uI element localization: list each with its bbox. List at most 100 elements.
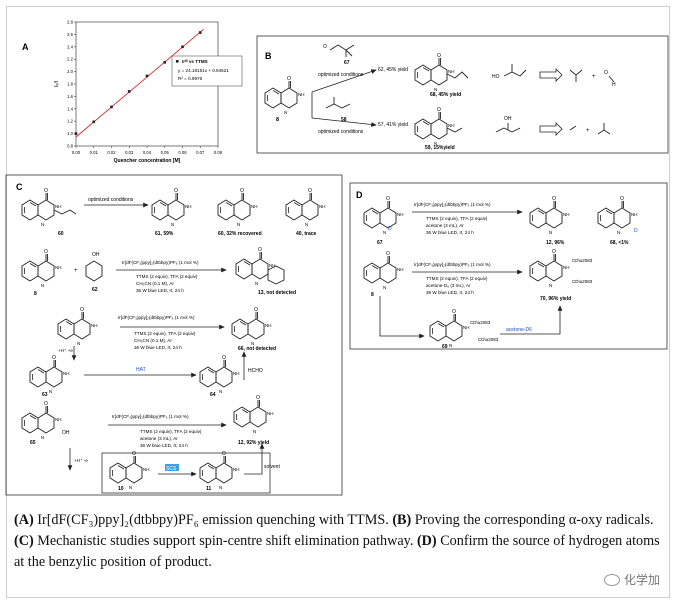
y-tick-label: 2.6 [67,32,73,37]
compound-67-label: 67 [344,60,350,66]
cond-d1-line: 36 W blue LED, rt, 24 h [426,230,474,235]
y-tick-label: 1.2 [67,119,73,124]
conditions-4: TTMS (2 equiv), TFA (2 equiv)acetone (3 … [140,429,202,448]
substrate-65-structure [21,400,62,441]
y-tick-label: 2.4 [67,44,73,49]
compound-62-label: 62 [92,287,98,293]
y-tick-label: 1.4 [67,106,73,111]
svg-text:D: D [634,228,638,234]
panel-a-label: A [22,42,29,52]
legend-marker [176,60,179,63]
intermediate-64-structure [199,354,240,395]
cond-c4-line: 36 W blue LED, rt, 24 h [140,443,188,448]
svg-text:OH: OH [92,252,100,258]
scs-badge [165,464,179,471]
y-tick-label: 2.0 [67,69,73,74]
svg-text:HO: HO [492,74,500,80]
figure-frame [6,6,670,598]
data-point [163,61,167,64]
conditions-3: TTMS (2 equiv), TFA (2 equiv)CH₃CN (0.1 … [134,331,196,350]
product-40-structure [285,187,326,228]
caption-text-b: Proving the corresponding α-oxy radicals… [411,512,654,528]
cond-opt: optimized conditions [88,197,134,203]
legend-title: Irᴵᴵᴵ vs TTMS [182,59,208,64]
product-13-structure [235,246,276,287]
svg-text:CD\u2083: CD\u2083 [572,258,593,263]
hat-label: HAT [136,367,146,373]
deuterium-mark: D [388,226,392,232]
quinazolinone-8-d-structure [363,250,404,291]
x-tick-label: 0.08 [214,150,223,155]
panel-c: C 60 optimized conditions 61, 59% 60, 32… [5,174,343,496]
caption-tag-c: (C) [14,533,34,549]
compound-58-label: 58 [341,117,347,123]
watermark-text: 化学加 [623,573,660,587]
figure-caption: (A) Ir[dF(CF₃)ppy]₂(dtbbpy)PF₆ emission … [14,510,662,573]
svg-text:CD\u2083: CD\u2083 [572,279,593,284]
y-tick-label: 1.0 [67,131,73,136]
radical-11-structure [199,450,240,491]
substrate-60-structure [21,187,62,228]
panel-b: B 8 O 67 optimized conditions optimized … [256,35,669,154]
product-66: 66, not detected [238,346,276,352]
fragmentation-2: OH + [495,116,611,136]
solvent-label: solvent [264,464,280,470]
cond-top: optimized conditions [318,72,364,78]
quinazolinone-8-structure [264,75,305,116]
ketone-58-structure: 58 [325,97,351,123]
conditions-d-2: TTMS (2 equiv), TFA (2 equiv)acetone-D₆ … [426,276,488,295]
compound-60-label: 60 [58,231,64,237]
panel-d: D D 67 Ir[dF(CF₃)ppy]₂(dtbbpy)PF₆ (1 mol… [349,182,668,350]
catalyst-line-2: Ir[dF(CF₃)ppy]₂(dtbbpy)PF₆ (1 mol %) [118,315,195,320]
compound-69-label: 69 [442,344,448,350]
svg-text:+: + [586,128,590,134]
legend-r2: R² = 0.9976 [178,76,203,81]
cond-c2-line: TTMS (2 equiv), TFA (2 equiv) [136,274,198,279]
compound-10-label: 10 [118,486,124,492]
product-68-structure [414,52,455,93]
panel-c-label: C [16,182,23,192]
data-point [145,74,149,78]
x-tick-label: 0.04 [143,150,152,155]
data-point [110,105,113,109]
caption-tag-d: (D) [416,533,437,549]
data-point [92,120,96,124]
panel-d-box [349,182,668,350]
panel-b-box [256,35,669,154]
data-point [181,45,184,49]
x-tick-label: 0.05 [161,150,170,155]
intermediate-63-structure [29,354,70,395]
quinazolinone-8-c-structure [21,248,62,289]
svg-text:+: + [74,268,78,274]
cond-bottom: optimized conditions [318,129,364,135]
conditions-2: TTMS (2 equiv), TFA (2 equiv)CH₃CN (0.1 … [136,274,198,293]
compound-8-label: 8 [276,117,279,123]
svg-text:CD\u2083: CD\u2083 [478,337,499,342]
cond-d2-line: TTMS (2 equiv), TFA (2 equiv) [426,276,488,281]
intermediate-69-structure [429,308,470,349]
catalyst-line-1: Ir[dF(CF₃)ppy]₂(dtbbpy)PF₆ (1 mol %) [122,260,199,265]
recovered-60: 60, 32% recovered [218,231,262,237]
product-70: 70, 96% yield [540,296,571,302]
acetone-d6-label: acetone-D6 [506,327,532,333]
result-62: 62, 45% yield [378,67,408,73]
compound-63-label: 63 [42,392,48,398]
caption-text-d: Confirm the source of hydrogen atoms at … [14,533,660,570]
cond-c2-line: 36 W blue LED, rt, 24 h [136,288,184,293]
svg-text:OH: OH [62,430,70,436]
compound-8-c-label: 8 [34,291,37,297]
radical-10-structure [109,450,150,491]
compound-11-label: 11 [206,486,212,492]
x-tick-label: 0.07 [196,150,205,155]
cond-c3-line: CH₃CN (0.1 M), Ar [134,338,172,343]
result-59: 59, 15%yield [425,145,455,151]
hcho-label: HCHO [248,368,263,374]
cond-c4-line: TTMS (2 equiv), TFA (2 equiv) [140,429,202,434]
catalyst-d-2: Ir[dF(CF₃)ppy]₂(dtbbpy)PF₆ (1 mol %) [414,262,491,267]
product-12-structure [233,394,274,435]
figure-canvas: O NH N A 0.000.010.020.030.040.050.060.0… [5,20,669,496]
data-point [198,31,202,34]
svg-text:O: O [604,70,608,76]
product-12-d: 12, 96% [546,240,565,246]
